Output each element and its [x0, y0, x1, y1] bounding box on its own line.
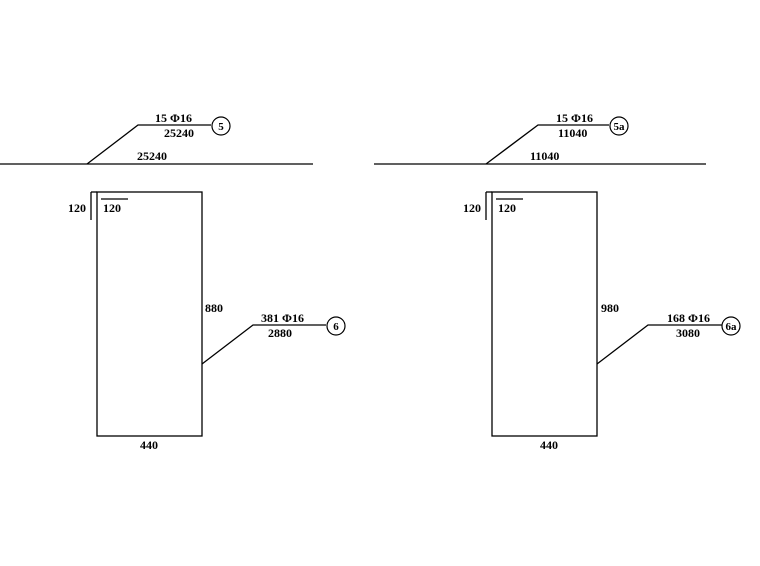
bar-5-phi-symbol: Φ — [170, 111, 180, 125]
bar-5-length: 25240 — [164, 126, 194, 140]
stirrup-6-outline — [96, 191, 203, 437]
bar-5-count: 15 — [155, 111, 167, 125]
bar-6-length: 2880 — [268, 326, 292, 340]
bar-6a-leader — [596, 324, 722, 365]
right-group: 15 Φ 16 11040 5a 11040 120 120 980 440 1… — [374, 111, 741, 452]
stirrup-6-height-label: 880 — [205, 301, 223, 315]
bar-5-leader — [86, 124, 211, 165]
bar-6a-phi-symbol: Φ — [688, 311, 698, 325]
bar-5a-phi-symbol: Φ — [571, 111, 581, 125]
stirrup-6-width-label: 440 — [140, 438, 158, 452]
bar-5a-length: 11040 — [558, 126, 587, 140]
bar-6-leader — [201, 324, 326, 365]
bar-5-mark-circle — [211, 116, 231, 136]
bar-6-mark-circle — [326, 316, 346, 336]
bar-6-diameter: 16 — [292, 311, 304, 325]
bar-5a-mark: 5a — [614, 121, 626, 133]
stirrup-6a-hook-inner-label: 120 — [498, 201, 516, 215]
stirrup-6-hook-outer-label: 120 — [68, 201, 86, 215]
bar-6a-count: 168 — [667, 311, 685, 325]
left-group: 15 Φ 16 25240 5 25240 120 120 880 440 38… — [0, 111, 346, 452]
bar-5-dimension: 25240 — [137, 149, 167, 163]
bar-6a-mark-circle — [721, 316, 741, 336]
bar-5a-count: 15 — [556, 111, 568, 125]
stirrup-6a-width-label: 440 — [540, 438, 558, 452]
bar-5-diameter: 16 — [180, 111, 192, 125]
bar-6a-diameter: 16 — [698, 311, 710, 325]
stirrup-6a-hook-outer-label: 120 — [463, 201, 481, 215]
bar-6-count: 381 — [261, 311, 279, 325]
bar-5a-mark-circle — [609, 116, 629, 136]
bar-5a-leader — [485, 124, 609, 165]
bar-6-phi-symbol: Φ — [282, 311, 292, 325]
stirrup-6a-height-label: 980 — [601, 301, 619, 315]
bar-6a-mark: 6a — [726, 321, 738, 333]
stirrup-6a-outline — [491, 191, 598, 437]
bar-5a-diameter: 16 — [581, 111, 593, 125]
stirrup-6-hook-inner-label: 120 — [103, 201, 121, 215]
bar-6-mark: 6 — [333, 321, 339, 333]
bar-6a-length: 3080 — [676, 326, 700, 340]
bar-5a-dimension: 11040 — [530, 149, 559, 163]
bar-5-mark: 5 — [218, 121, 224, 133]
